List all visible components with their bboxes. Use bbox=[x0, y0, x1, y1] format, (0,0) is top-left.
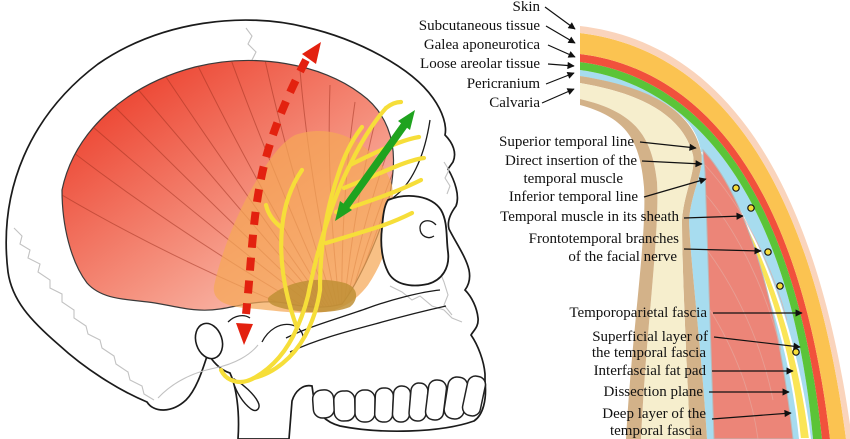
upper-teeth bbox=[311, 375, 487, 423]
label-superficial-layer-line1: Superficial layer of bbox=[592, 329, 708, 345]
nerve-dot bbox=[732, 184, 740, 192]
facial-nerve-branches bbox=[218, 99, 427, 384]
green-double-arrow bbox=[335, 110, 415, 221]
nerve-dot bbox=[764, 248, 772, 256]
layer-labels: Skin Subcutaneous tissue Galea aponeurot… bbox=[419, 0, 708, 439]
nerve-branch bbox=[317, 124, 365, 293]
tooth bbox=[311, 389, 336, 419]
nerve-twig bbox=[263, 202, 285, 231]
tooth bbox=[354, 389, 376, 423]
label-direct-insertion-line2: temporal muscle bbox=[523, 171, 623, 187]
temporoparietal-fascia-overlay bbox=[213, 131, 394, 313]
label-subcutaneous-tissue: Subcutaneous tissue bbox=[419, 18, 541, 34]
label-frontotemporal-branches-line1: Frontotemporal branches bbox=[529, 231, 680, 247]
nerve-dot bbox=[747, 204, 755, 212]
calvaria-outer-table bbox=[580, 76, 707, 439]
cheek-suture bbox=[389, 285, 463, 323]
red-arrowhead-bottom bbox=[236, 323, 253, 345]
label-temporal-muscle-sheath: Temporal muscle in its sheath bbox=[500, 209, 679, 225]
calvaria-diploe bbox=[580, 83, 694, 439]
label-temporoparietal-fascia: Temporoparietal fascia bbox=[569, 305, 707, 321]
red-arrowhead-top bbox=[302, 42, 321, 64]
nerve-twig bbox=[333, 177, 424, 215]
tooth bbox=[408, 382, 429, 422]
nerve-dot bbox=[792, 348, 800, 356]
label-dissection-plane: Dissection plane bbox=[603, 384, 703, 400]
label-loose-areolar-tissue: Loose areolar tissue bbox=[420, 56, 540, 72]
zygomatic-arch-bottom bbox=[289, 305, 447, 353]
label-deep-layer-line2: temporal fascia bbox=[610, 423, 702, 439]
lacrimal-hook bbox=[419, 220, 437, 239]
label-deep-layer-line1: Deep layer of the bbox=[602, 406, 706, 422]
galea-temporoparietal-fascia-layer bbox=[580, 54, 830, 439]
label-inferior-temporal-line: Inferior temporal line bbox=[509, 189, 638, 205]
nerve-trunk bbox=[218, 283, 313, 384]
facial-nerve-dots bbox=[732, 184, 800, 356]
lambdoid-suture bbox=[13, 227, 155, 401]
nerve-twig bbox=[383, 99, 404, 111]
callout-arrows bbox=[541, 6, 803, 420]
green-arrowhead-bottom bbox=[335, 201, 352, 221]
nerve-twig bbox=[323, 210, 415, 246]
label-pericranium: Pericranium bbox=[467, 76, 541, 92]
muscle-section-fibers bbox=[704, 164, 788, 439]
styloid-process bbox=[232, 378, 260, 412]
subcutaneous-layer bbox=[580, 33, 846, 439]
label-superficial-layer-line2: the temporal fascia bbox=[592, 345, 706, 361]
label-interfascial-fat-pad: Interfascial fat pad bbox=[594, 363, 707, 379]
tooth bbox=[391, 385, 412, 423]
ear-canal bbox=[194, 322, 224, 360]
label-skin: Skin bbox=[512, 0, 540, 15]
temporal-muscle-layer bbox=[702, 148, 794, 439]
orbit bbox=[380, 195, 450, 287]
label-galea-aponeurotica: Galea aponeurotica bbox=[424, 37, 541, 53]
red-dashed-arrow bbox=[236, 42, 321, 345]
tmj-fossa bbox=[261, 323, 304, 343]
loose-areolar-superficial-fascia-layer bbox=[580, 62, 822, 439]
skull-diagram bbox=[5, 19, 487, 439]
frontozygomatic-suture bbox=[443, 161, 451, 195]
label-calvaria: Calvaria bbox=[489, 95, 540, 111]
label-frontotemporal-branches-line2: of the facial nerve bbox=[568, 249, 677, 265]
nerve-twig bbox=[347, 134, 422, 168]
nerve-dot bbox=[776, 282, 784, 290]
label-direct-insertion-line1: Direct insertion of the bbox=[505, 153, 637, 169]
nerve-branch bbox=[279, 167, 305, 331]
tooth bbox=[373, 387, 395, 423]
nerve-trunk bbox=[251, 287, 323, 381]
tooth bbox=[461, 375, 487, 417]
nerve-branch bbox=[307, 105, 389, 289]
scalp-cross-section bbox=[580, 26, 850, 439]
squamosal-suture bbox=[157, 344, 259, 399]
label-superior-temporal-line: Superior temporal line bbox=[499, 134, 634, 150]
calvaria-inner-table bbox=[580, 99, 658, 439]
suprameatal-curve bbox=[227, 315, 251, 323]
tooth bbox=[333, 390, 356, 422]
green-arrowhead-top bbox=[398, 110, 415, 130]
